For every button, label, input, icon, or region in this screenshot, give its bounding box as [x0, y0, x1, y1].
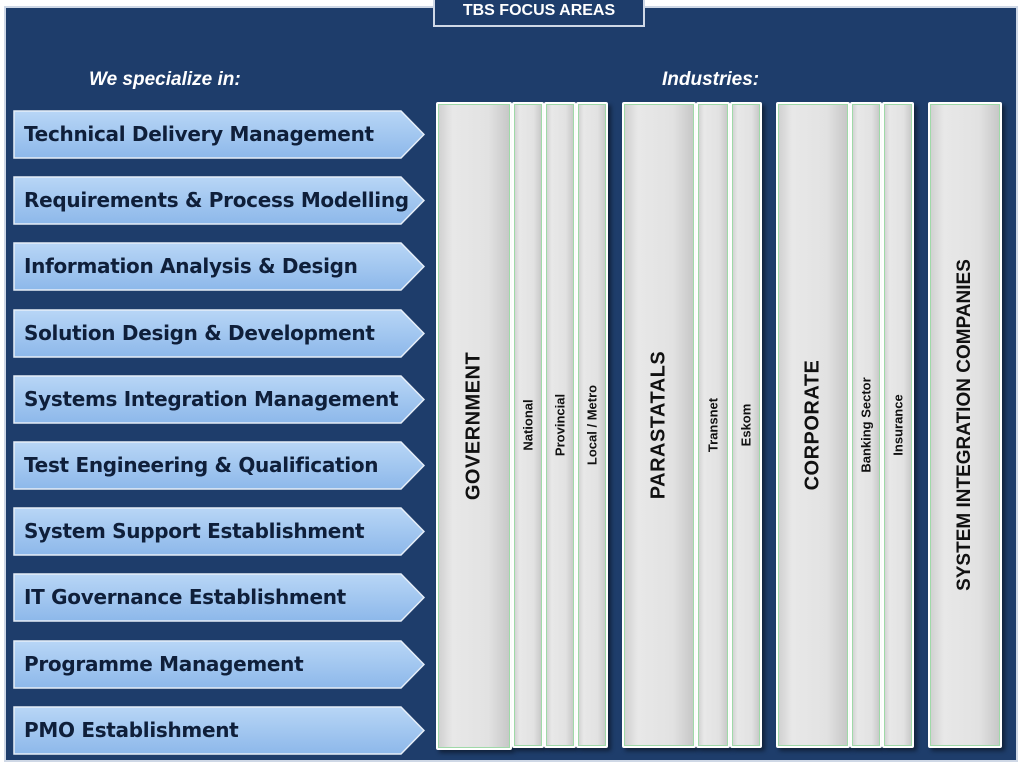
industry-label-parastatals: PARASTATALS [647, 350, 670, 500]
industry-sub-label: Local / Metro [584, 384, 600, 466]
service-label: Technical Delivery Management [24, 122, 374, 146]
industry-column-corporate: CORPORATE [776, 102, 850, 748]
service-label: Programme Management [24, 651, 304, 676]
industry-sub-label: Banking Sector [858, 377, 874, 473]
arrow-shape [13, 242, 425, 292]
industry-sub-column: Provincial [544, 102, 576, 748]
industry-sub-column: Local / Metro [576, 102, 608, 748]
service-label: Solution Design & Development [24, 320, 375, 345]
industry-label-sic: SYSTEM INTEGRATION COMPANIES [954, 259, 975, 591]
industry-column-sic: SYSTEM INTEGRATION COMPANIES [928, 102, 1002, 748]
industry-sub-column: Eskom [730, 102, 762, 748]
slide-title: TBS FOCUS AREAS [433, 0, 645, 27]
industry-sub-label: Insurance [890, 394, 906, 456]
service-label: Information Analysis & Design [24, 254, 358, 279]
industry-sub-column: Banking Sector [850, 102, 882, 748]
arrow-shape [13, 110, 425, 159]
service-item: System Support Establishment [13, 507, 425, 556]
service-label: PMO Establishment [24, 717, 239, 742]
industry-column-government: GOVERNMENT [436, 102, 512, 750]
industry-label-government: GOVERNMENT [462, 351, 485, 501]
arrow-shape [13, 639, 425, 689]
service-label: System Support Establishment [24, 519, 365, 544]
industries-heading: Industries: [662, 69, 760, 90]
service-item: Solution Design & Development [13, 308, 425, 358]
services-list: Technical Delivery Management Requiremen… [13, 110, 425, 768]
industry-sub-column: Transnet [696, 102, 730, 748]
industry-sub-label: National [520, 399, 536, 451]
arrow-shape [13, 507, 425, 556]
industry-sub-label: Eskom [738, 403, 754, 447]
arrow-shape [13, 176, 425, 225]
service-item: Programme Management [13, 639, 425, 689]
service-item: IT Governance Establishment [13, 573, 425, 623]
service-label: Systems Integration Management [24, 386, 399, 411]
service-item: Information Analysis & Design [13, 242, 425, 292]
arrow-shape [13, 375, 425, 424]
arrow-shape [13, 573, 425, 623]
service-item: Technical Delivery Management [13, 110, 425, 159]
service-label: Requirements & Process Modelling [24, 188, 409, 213]
industry-column-parastatals: PARASTATALS [622, 102, 696, 748]
arrow-shape [13, 308, 425, 358]
service-item: Systems Integration Management [13, 375, 425, 424]
industry-sub-column: National [512, 102, 544, 748]
service-label: Test Engineering & Qualification [24, 452, 379, 477]
service-item: Requirements & Process Modelling [13, 176, 425, 225]
arrow-shape [13, 705, 425, 755]
service-item: PMO Establishment [13, 705, 425, 755]
service-item: Test Engineering & Qualification [13, 441, 425, 490]
industry-sub-label: Transnet [705, 397, 721, 453]
industry-sub-label: Provincial [552, 393, 568, 457]
industry-sub-column: Insurance [882, 102, 914, 748]
service-label: IT Governance Establishment [24, 585, 346, 610]
specialize-heading: We specialize in: [89, 69, 241, 90]
arrow-shape [13, 441, 425, 490]
industry-label-corporate: CORPORATE [801, 359, 824, 491]
